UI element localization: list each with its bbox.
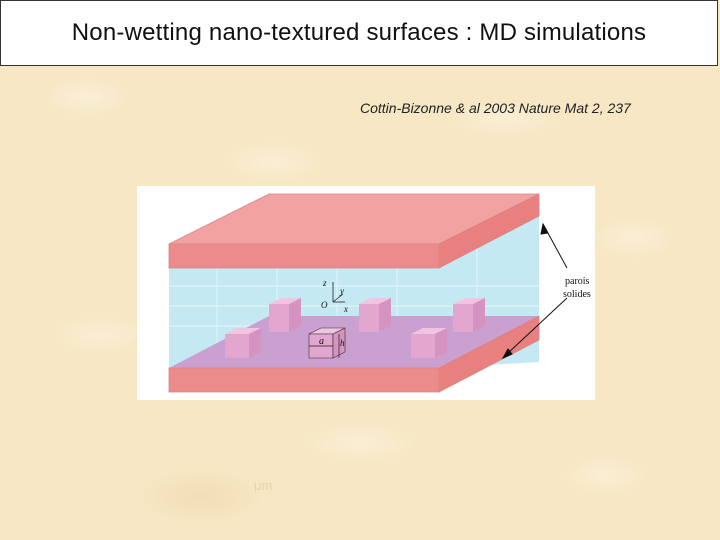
top-wall (168, 193, 540, 269)
axis-z-label: z (322, 278, 327, 288)
title-box: Non-wetting nano-textured surfaces : MD … (0, 0, 718, 66)
wall-label-line2: solides (563, 289, 591, 300)
axis-triad (332, 282, 345, 303)
wall-arrows (501, 222, 568, 360)
pillar-back-2 (359, 298, 391, 332)
slide-title: Non-wetting nano-textured surfaces : MD … (71, 19, 647, 46)
pillar-front-1 (225, 328, 261, 358)
pillar-back-3 (453, 298, 485, 332)
dimension-a-label: a (319, 336, 324, 347)
pillar-front-3 (411, 328, 447, 358)
axis-origin-label: O (321, 300, 328, 310)
pillar-back-1 (269, 298, 301, 332)
bottom-wall-front-face (168, 367, 440, 393)
dimension-marks (309, 334, 340, 358)
bottom-wall (168, 315, 540, 393)
simulation-schematic: a h z y x O parois solides (168, 193, 591, 393)
dimension-h-label: h (340, 338, 345, 348)
bottom-wall-side-face (438, 315, 540, 393)
top-wall-side-face (438, 193, 540, 269)
citation: Cottin-Bizonne & al 2003 Nature Mat 2, 2… (360, 100, 631, 116)
simulation-figure: a h z y x O parois solides (137, 186, 595, 400)
top-wall-front-face (168, 243, 440, 269)
axis-y-label: y (339, 286, 344, 296)
faint-scale-label: μm (254, 478, 273, 493)
wall-label-line1: parois (565, 276, 590, 287)
axis-x-label: x (343, 304, 348, 314)
